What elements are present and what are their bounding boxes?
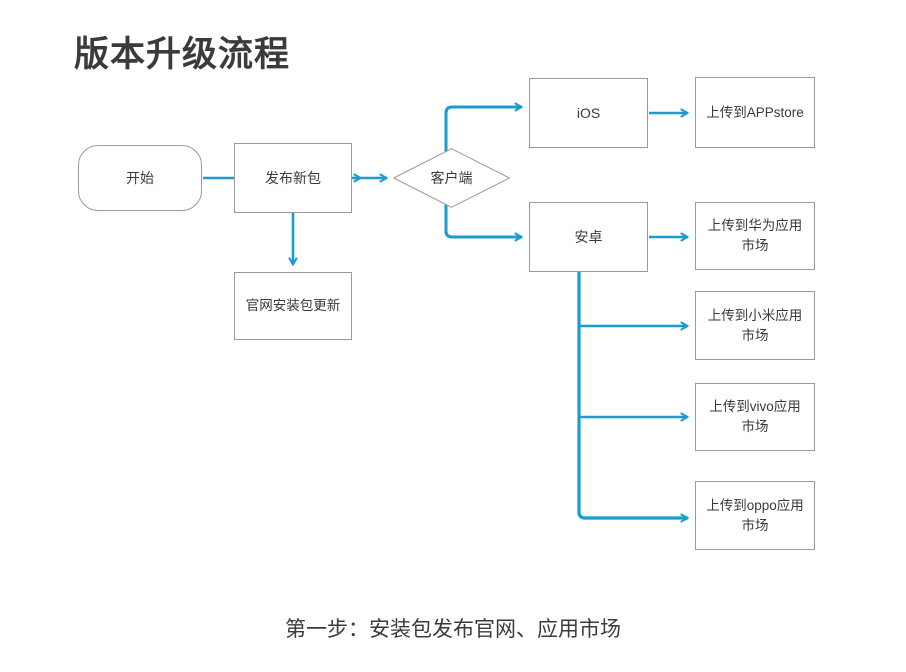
node-oppo-store-label: 上传到oppo应用 市场 (706, 497, 804, 533)
node-appstore[interactable]: 上传到APPstore (695, 77, 815, 148)
node-release[interactable]: 发布新包 (234, 143, 352, 213)
node-huawei-store-label: 上传到华为应用 市场 (707, 218, 803, 253)
node-ios[interactable]: iOS (529, 78, 648, 148)
node-android-label: 安卓 (574, 228, 603, 245)
node-vivo-store-label: 上传到vivo应用 市场 (709, 399, 801, 434)
page-title: 版本升级流程 (74, 35, 291, 74)
node-appstore-label: 上传到APPstore (706, 104, 804, 120)
node-website-update-label: 官网安装包更新 (245, 298, 341, 314)
edge-android-trunk (577, 270, 687, 518)
node-xiaomi-store-label: 上传到小米应用 市场 (707, 307, 803, 343)
node-vivo-store[interactable]: 上传到vivo应用 市场 (695, 383, 815, 451)
diamond-shape (393, 148, 510, 208)
node-ios-label: iOS (576, 104, 601, 121)
node-release-label: 发布新包 (265, 169, 321, 186)
node-oppo-store[interactable]: 上传到oppo应用 市场 (695, 481, 815, 550)
node-xiaomi-store[interactable]: 上传到小米应用 市场 (695, 291, 815, 360)
node-android[interactable]: 安卓 (529, 202, 648, 272)
node-client-decision-label: 客户端 (430, 170, 473, 186)
figure-caption: 第一步：安装包发布官网、应用市场 (285, 618, 621, 641)
node-huawei-store[interactable]: 上传到华为应用 市场 (695, 202, 815, 270)
node-start[interactable]: 开始 (78, 145, 202, 211)
node-client-decision[interactable]: 客户端 (393, 148, 510, 208)
node-start-label: 开始 (126, 169, 154, 186)
node-website-update[interactable]: 官网安装包更新 (234, 272, 352, 340)
